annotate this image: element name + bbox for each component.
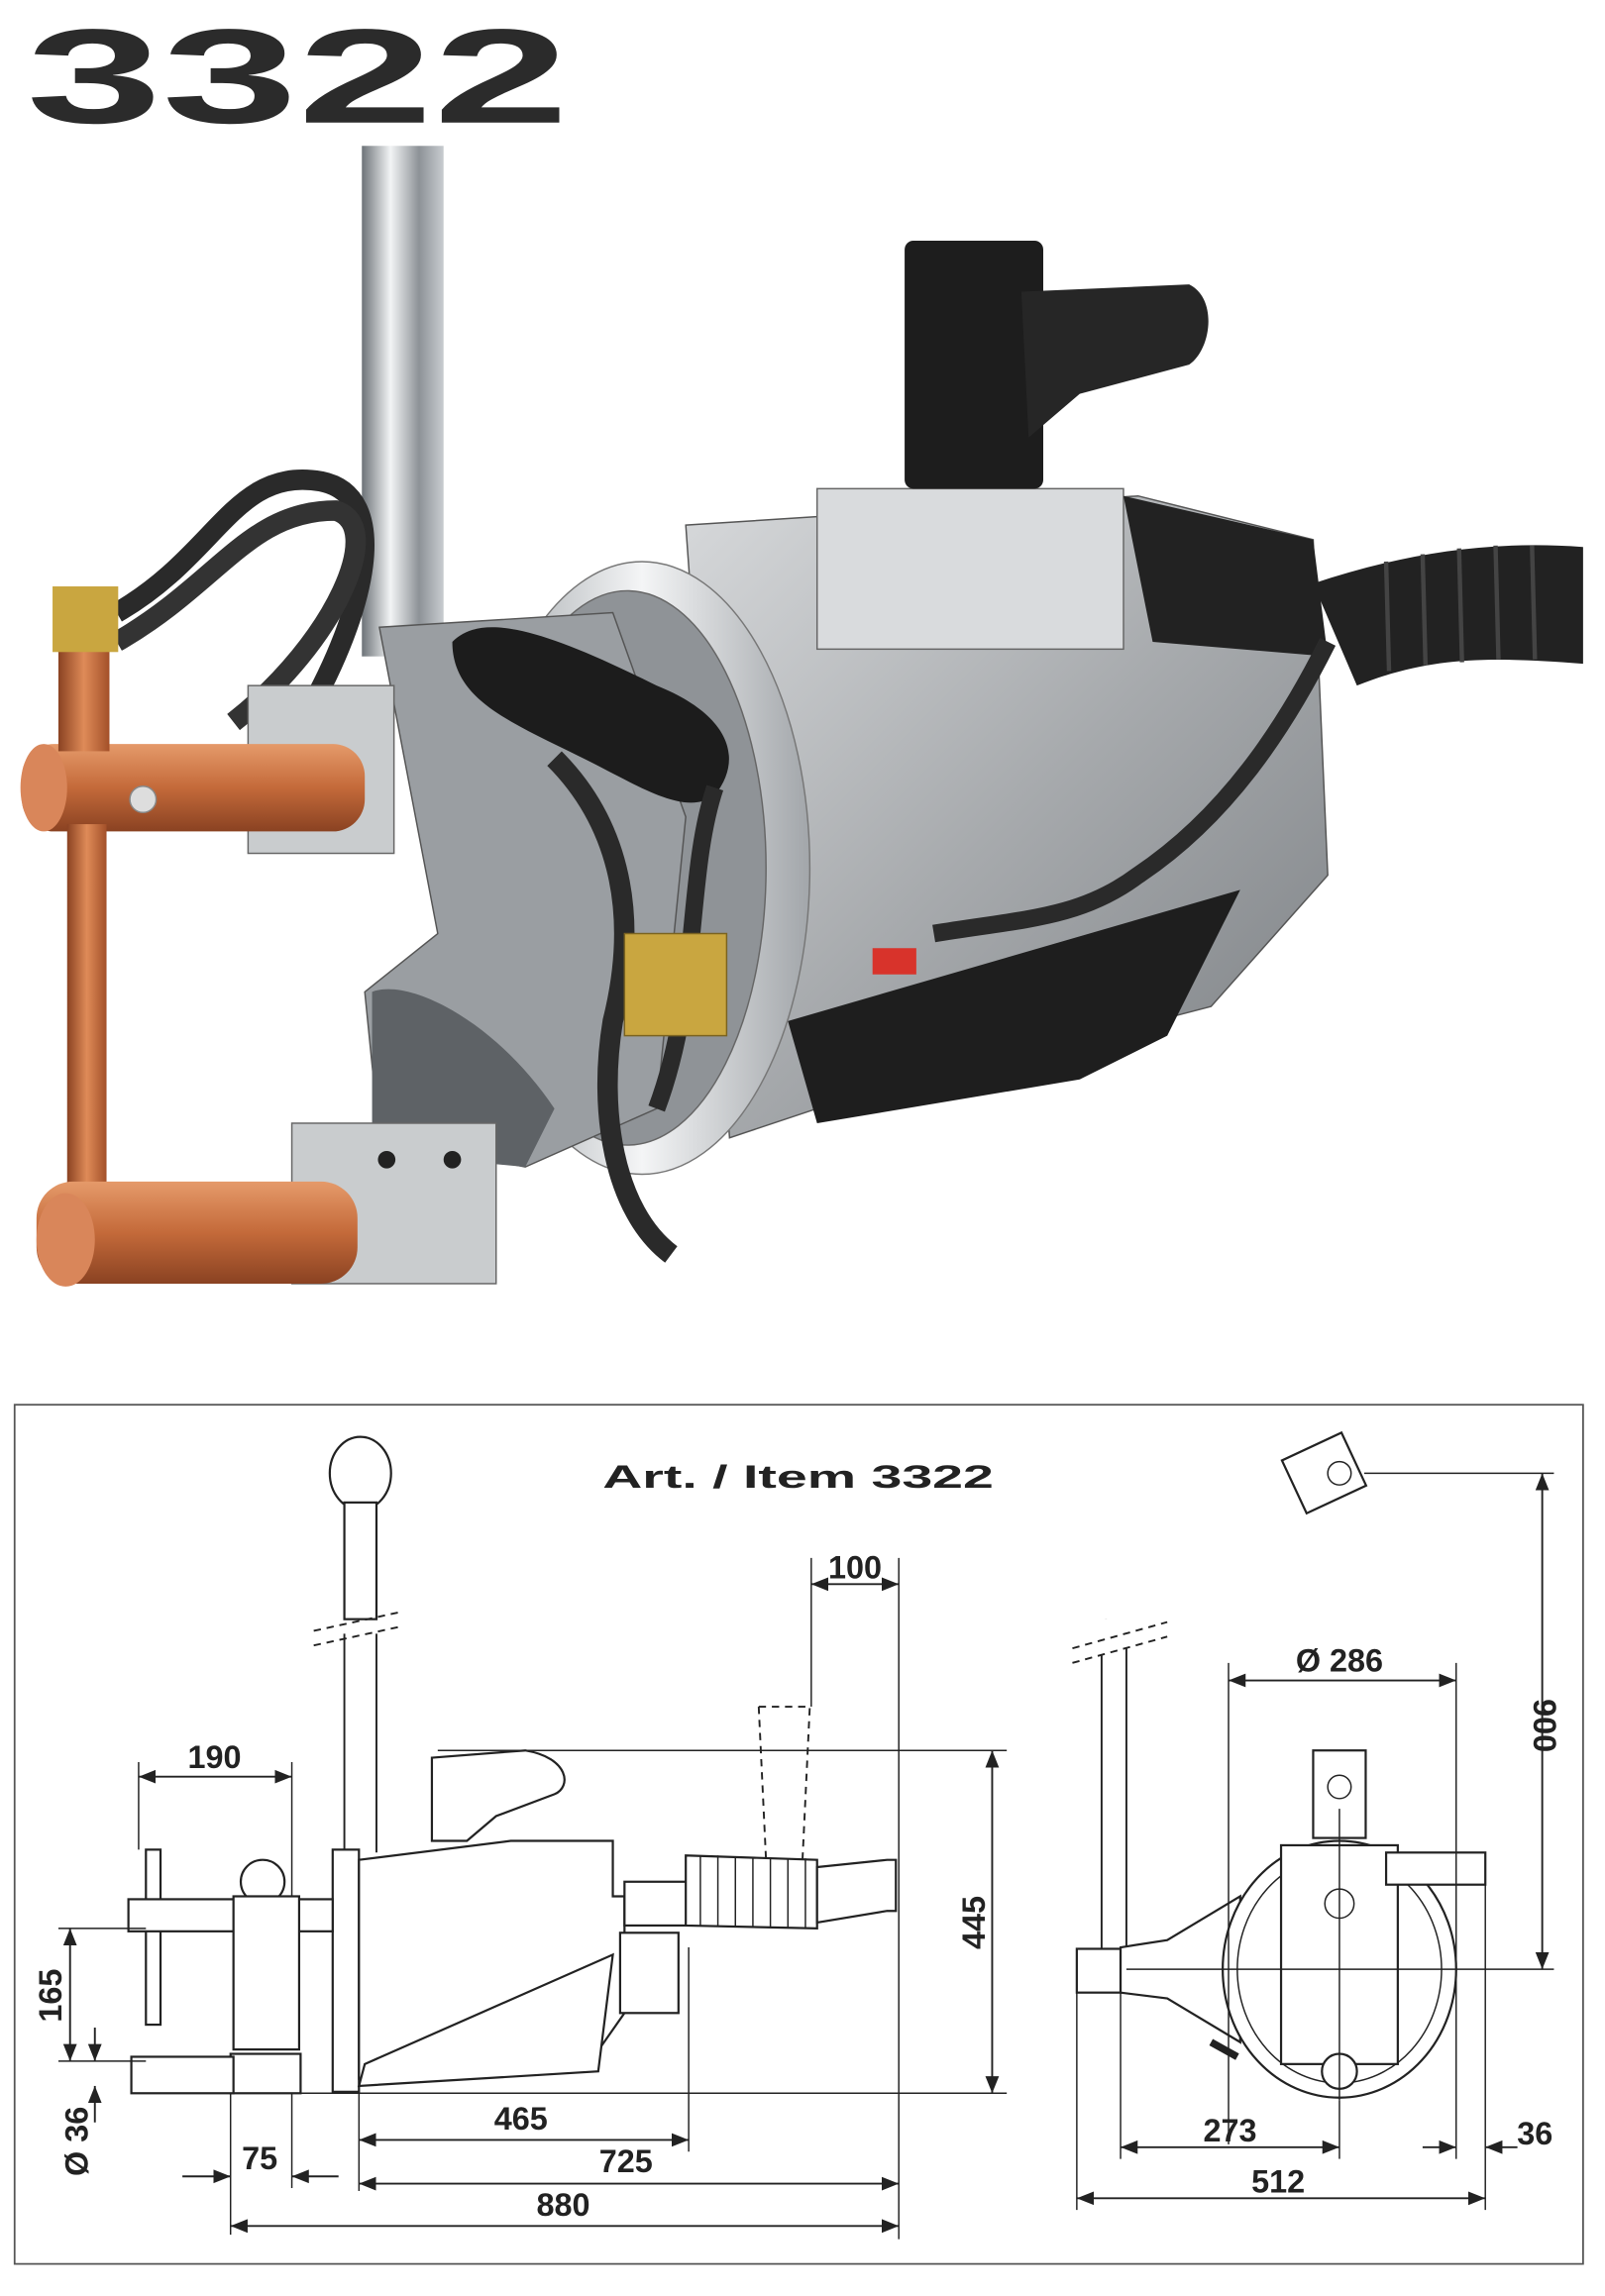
dim-445: 445 (956, 1896, 992, 1949)
dim-190: 190 (187, 1739, 241, 1775)
dim-diameter-286: Ø 286 (1296, 1643, 1383, 1679)
drawing-frame (13, 1404, 1584, 2265)
dim-165: 165 (33, 1969, 68, 2023)
side-view-drawing (127, 1435, 898, 2095)
product-photo (20, 146, 1583, 1287)
dim-465: 465 (494, 2101, 548, 2137)
dim-512: 512 (1251, 2163, 1305, 2199)
dim-725: 725 (599, 2143, 653, 2179)
model-logo: 3322 (27, 1, 570, 152)
side-view-dimensions: 100 190 445 165 Ø 36 75 465 725 880 (33, 1549, 1008, 2240)
dim-75: 75 (242, 2140, 277, 2176)
dim-100: 100 (828, 1549, 882, 1585)
drawing-title: Art. / Item 3322 (602, 1459, 994, 1495)
dim-36: 36 (1517, 2116, 1552, 2151)
front-view-dimensions: Ø 286 900 273 36 512 (1076, 1472, 1562, 2211)
dim-diameter-36: Ø 36 (58, 2107, 94, 2176)
dim-880: 880 (536, 2187, 589, 2223)
dim-900: 900 (1527, 1699, 1562, 1752)
dim-273: 273 (1203, 2113, 1256, 2148)
front-view-drawing (1072, 1430, 1487, 2101)
